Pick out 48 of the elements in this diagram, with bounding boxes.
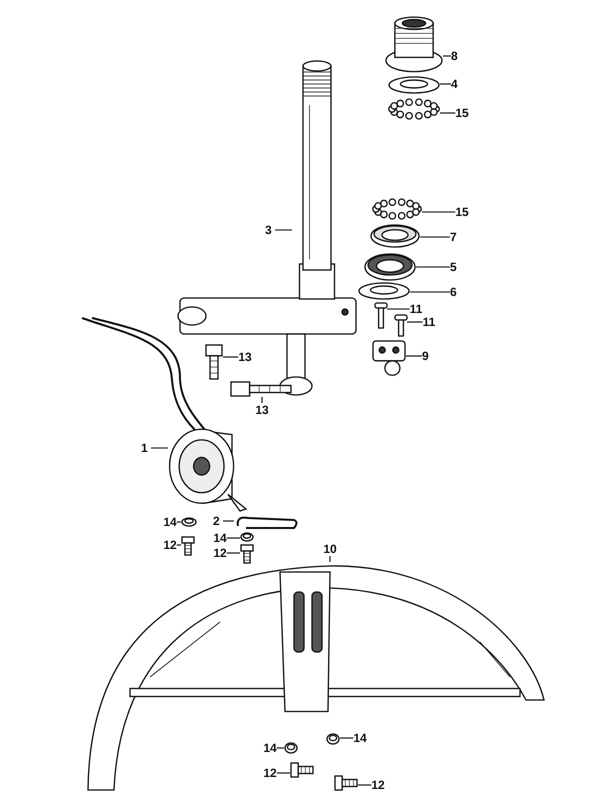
callout-number: 2 <box>213 514 220 528</box>
leader-line <box>416 266 450 268</box>
leader-line <box>276 772 290 774</box>
callout-number: 7 <box>450 230 457 244</box>
leader-line <box>226 537 240 539</box>
leader-line <box>176 521 181 523</box>
leader-line <box>276 747 284 749</box>
leader-line <box>358 784 372 786</box>
callout-number: 11 <box>422 315 436 329</box>
callout-number: 12 <box>371 778 385 792</box>
callout-number: 14 <box>163 515 177 529</box>
leader-line <box>275 229 292 231</box>
leader-line <box>329 556 331 562</box>
leader-line <box>223 520 234 522</box>
callout-number: 11 <box>410 302 422 316</box>
leader-line <box>407 321 423 323</box>
callout-number: 15 <box>455 205 469 219</box>
leader-line <box>420 236 450 238</box>
callout-number: 9 <box>422 349 429 363</box>
callout-number: 15 <box>455 106 469 120</box>
leader-line <box>261 397 263 403</box>
callout-number: 13 <box>238 350 252 364</box>
callout-number: 14 <box>353 731 367 745</box>
leader-line <box>443 55 451 57</box>
callout-number: 1 <box>141 441 148 455</box>
leader-line <box>176 544 181 546</box>
callout-number: 8 <box>451 49 458 63</box>
callout-number: 10 <box>323 542 337 556</box>
leader-line <box>387 308 410 310</box>
leader-line <box>410 291 450 293</box>
leader-line <box>151 447 168 449</box>
leader-line <box>340 737 354 739</box>
leader-line <box>226 552 240 554</box>
callout-number: 12 <box>263 766 277 780</box>
leader-line <box>440 83 451 85</box>
callout-number: 14 <box>213 531 227 545</box>
leader-line <box>422 211 456 213</box>
callout-number: 12 <box>213 546 227 560</box>
callout-number: 5 <box>450 260 457 274</box>
callout-number: 13 <box>255 403 269 417</box>
callout-number: 3 <box>265 223 272 237</box>
leader-line <box>223 356 238 358</box>
leader-line <box>406 355 422 357</box>
leader-line <box>440 112 456 114</box>
callout-number: 14 <box>263 741 277 755</box>
callout-number: 6 <box>450 285 457 299</box>
callout-number: 12 <box>163 538 177 552</box>
callout-number: 4 <box>451 77 458 91</box>
